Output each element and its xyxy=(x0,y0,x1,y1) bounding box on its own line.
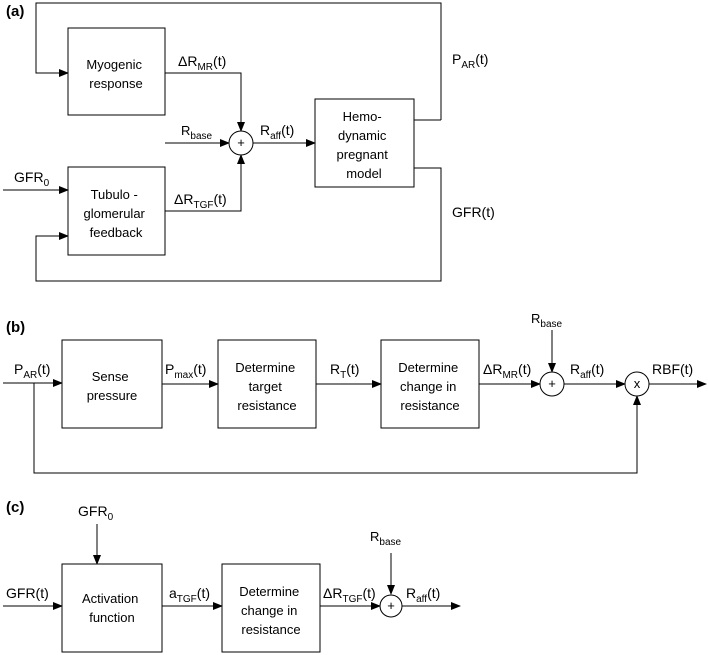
sum-symbol-c: + xyxy=(387,598,395,613)
raff-label-b: Raff(t) xyxy=(570,361,604,381)
delta-rtgf-label-c: ΔRTGF(t) xyxy=(323,585,376,605)
multiply-symbol: x xyxy=(634,376,641,391)
myogenic-response-box xyxy=(67,27,166,116)
panel-c-label: (c) xyxy=(6,499,24,516)
rbase-label-b: Rbase xyxy=(531,311,563,330)
pressure-bypass-line xyxy=(33,383,641,474)
gfr-t-label-a: GFR(t) xyxy=(452,204,495,220)
panel-b-label: (b) xyxy=(6,319,25,336)
myogenic-box-label: Myogenic response xyxy=(86,57,145,91)
raff-label-c: Raff(t) xyxy=(406,585,440,605)
change-resistance-box-b xyxy=(380,339,480,429)
gfr-feedback-loop xyxy=(35,167,442,282)
activation-box-label: Activation function xyxy=(82,591,142,625)
model-box-label: Hemo- dynamic pregnant model xyxy=(337,109,392,181)
activation-function-box xyxy=(61,563,163,653)
rt-label: RT(t) xyxy=(330,361,359,381)
par-label-a: PAR(t) xyxy=(452,51,488,71)
target-resistance-box xyxy=(217,339,317,429)
tubuloglomerular-feedback-box xyxy=(67,166,166,256)
sense-pressure-box xyxy=(61,339,163,429)
panel-a-label: (a) xyxy=(6,3,24,20)
rbase-label-c: Rbase xyxy=(370,529,402,548)
par-label-b: PAR(t) xyxy=(14,361,50,381)
sum-symbol-b: + xyxy=(548,376,556,391)
rbf-label: RBF(t) xyxy=(652,361,693,377)
change-box-label-b: Determine change in resistance xyxy=(398,360,462,413)
gfr0-label-a: GFR0 xyxy=(14,169,50,189)
delta-rmr-label-a: ΔRMR(t) xyxy=(178,53,226,73)
delta-rmr-label-b: ΔRMR(t) xyxy=(483,361,531,381)
tgf-box-label: Tubulo - glomerular feedback xyxy=(83,187,148,240)
gfr0-label-c: GFR0 xyxy=(78,503,114,523)
rbase-label-a: Rbase xyxy=(181,123,213,142)
sense-box-label: Sense pressure xyxy=(87,369,138,403)
pmax-label: Pmax(t) xyxy=(165,361,206,381)
gfr-t-label-c: GFR(t) xyxy=(6,585,49,601)
delta-rtgf-label-a: ΔRTGF(t) xyxy=(174,191,227,211)
change-box-label-c: Determine change in resistance xyxy=(239,584,303,637)
target-box-label: Determine target resistance xyxy=(235,360,299,413)
raff-label-a: Raff(t) xyxy=(260,122,294,142)
pressure-feedback-loop xyxy=(35,2,442,120)
sum-symbol-a: + xyxy=(237,135,245,150)
delta-rtgf-arrow xyxy=(165,154,245,212)
atgf-label: aTGF(t) xyxy=(169,585,210,605)
change-resistance-box-c xyxy=(221,563,321,653)
delta-rmr-arrow xyxy=(165,72,245,132)
